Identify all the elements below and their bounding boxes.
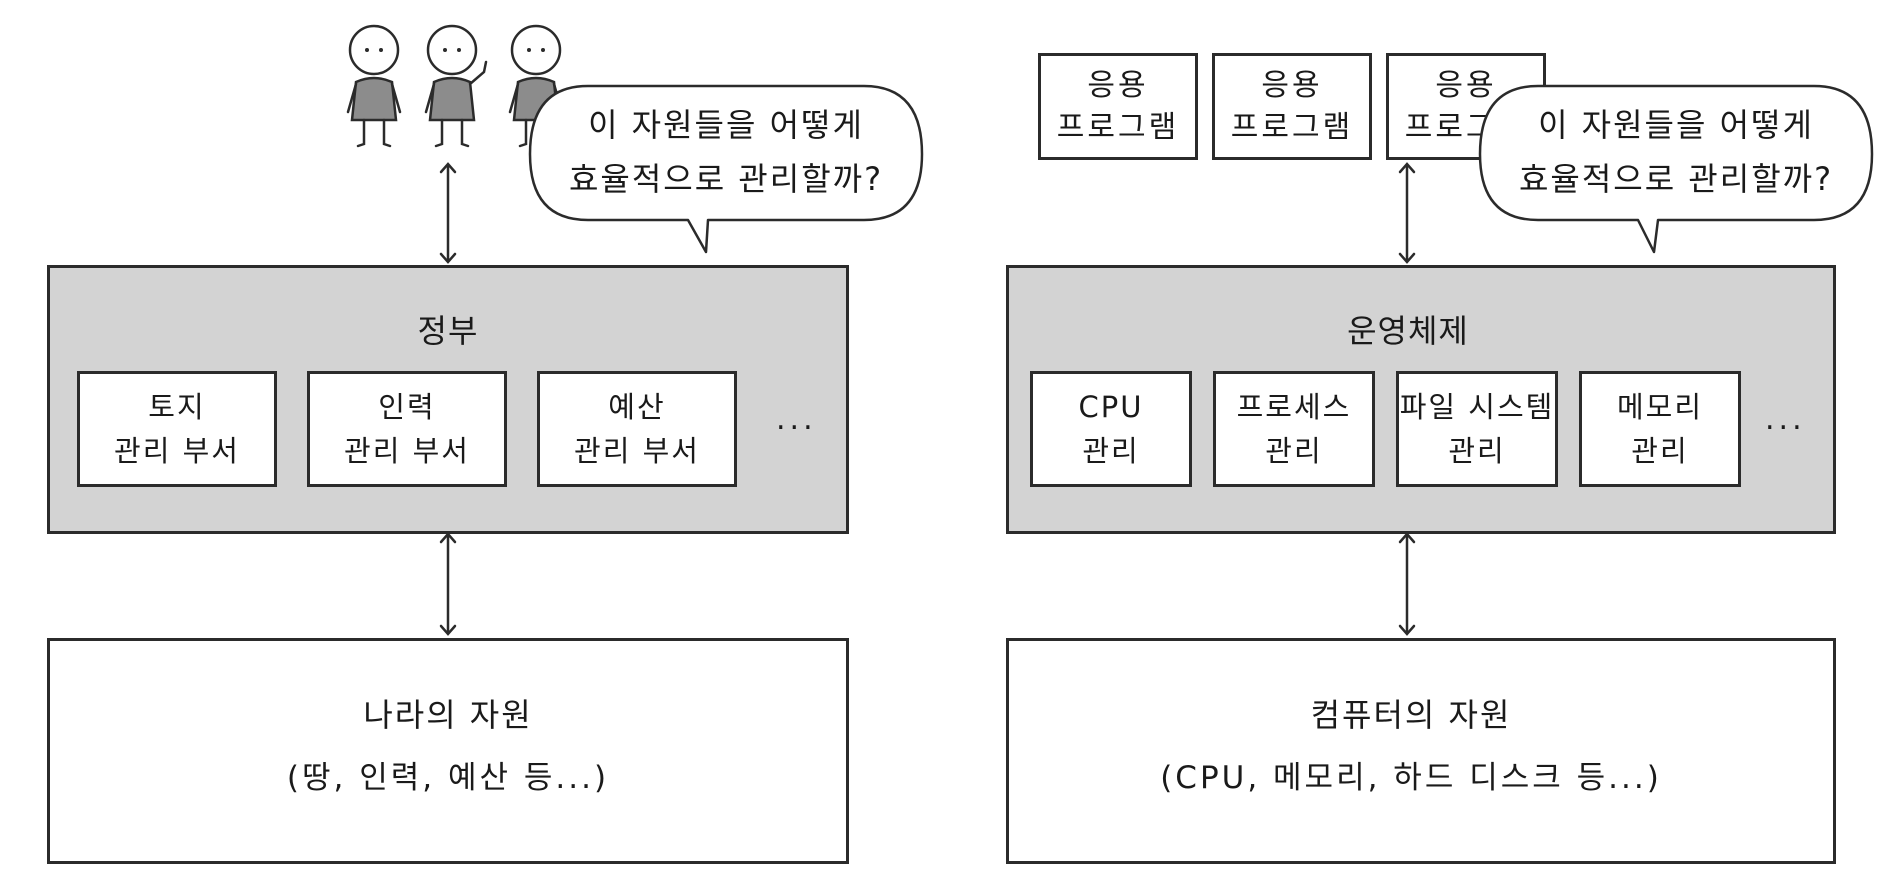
national-resources-title: 나라의 자원 (363, 696, 533, 734)
module-cpu-management: CPU 관리 (1030, 371, 1192, 487)
more-modules-ellipsis: ... (1765, 402, 1806, 437)
department-land: 토지 관리 부서 (77, 371, 277, 487)
department-budget: 예산 관리 부서 (537, 371, 737, 487)
module-memory-management: 메모리 관리 (1579, 371, 1741, 487)
more-departments-ellipsis: ... (776, 402, 817, 437)
speech-bubble (528, 84, 924, 254)
department-personnel: 인력 관리 부서 (307, 371, 507, 487)
application-box-2: 응용 프로그램 (1212, 53, 1372, 160)
national-resources-box (47, 638, 849, 864)
national-resources-detail: (땅, 인력, 예산 등...) (286, 760, 610, 796)
speech-bubble (1478, 84, 1874, 254)
speech-bubble-text: 이 자원들을 어떻게 효율적으로 관리할까? (1518, 106, 1834, 198)
module-file-system-management: 파일 시스템 관리 (1396, 371, 1558, 487)
waving-person-icon (424, 24, 488, 148)
speech-bubble-text: 이 자원들을 어떻게 효율적으로 관리할까? (568, 106, 884, 198)
computer-resources-detail: (CPU, 메모리, 하드 디스크 등...) (1160, 760, 1662, 796)
computer-resources-title: 컴퓨터의 자원 (1310, 696, 1512, 734)
application-box-1: 응용 프로그램 (1038, 53, 1198, 160)
government-title: 정부 (417, 312, 479, 350)
person-icon (346, 24, 402, 148)
computer-resources-box (1006, 638, 1836, 864)
operating-system-title: 운영체제 (1347, 312, 1469, 350)
module-process-management: 프로세스 관리 (1213, 371, 1375, 487)
